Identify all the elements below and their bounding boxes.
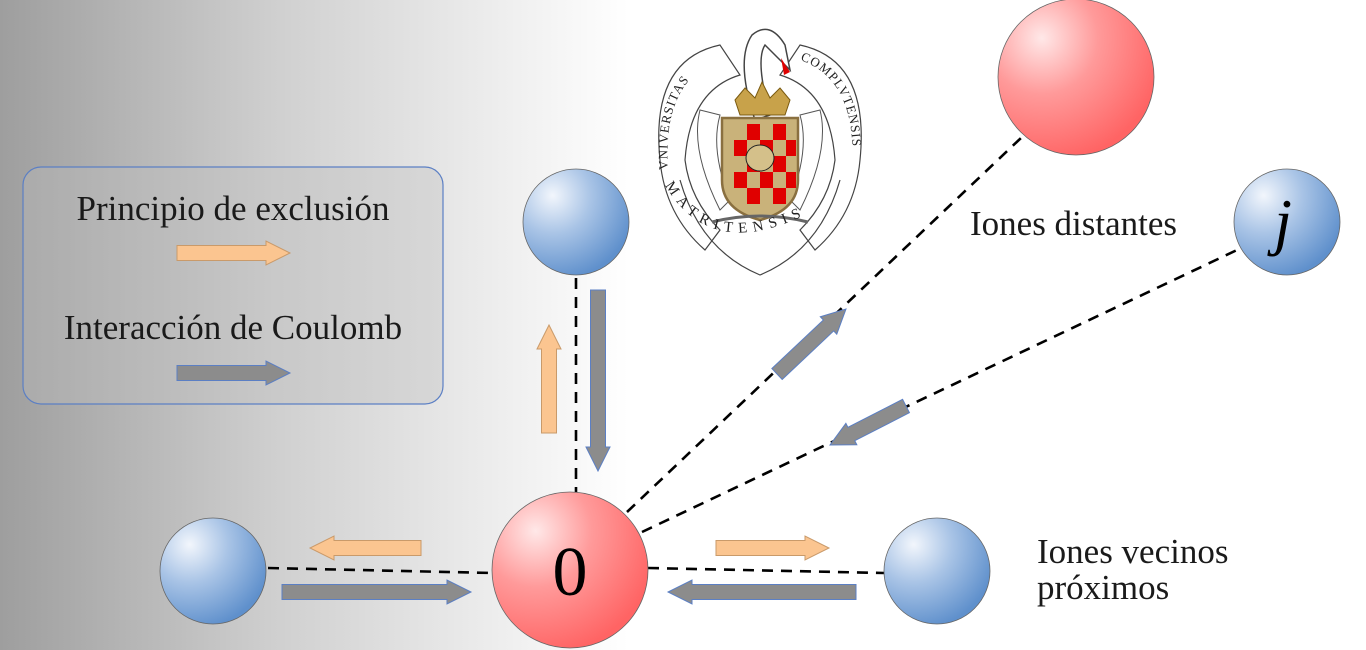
legend-exclusion-label: Principio de exclusión	[76, 189, 389, 228]
coulomb-arrow-right	[666, 579, 857, 605]
legend-coulomb-arrow	[176, 360, 292, 386]
ions: 0 j	[159, 0, 1341, 649]
coulomb-arrow-left	[281, 579, 473, 605]
neighbor-ion-left	[159, 517, 267, 625]
legend-box: Principio de exclusión Interacción de Co…	[22, 166, 444, 405]
dashed-line-right	[647, 566, 885, 575]
coulomb-arrow-distant-red	[771, 308, 847, 381]
exclusion-arrow-right	[715, 535, 831, 561]
neighbor-ion-top	[522, 168, 630, 276]
neighbor-ions-label-line1: Iones vecinos	[1037, 532, 1228, 571]
central-ion-label: 0	[553, 534, 588, 611]
force-arrows	[176, 240, 911, 605]
distant-ions-label: Iones distantes	[970, 204, 1177, 243]
legend-exclusion-arrow	[176, 240, 292, 266]
neighbor-ions-label-line2: próximos	[1037, 568, 1169, 607]
central-ion	[491, 491, 649, 649]
coulomb-arrow-distant-j	[829, 398, 911, 446]
dashed-line-distant-j	[641, 248, 1238, 534]
exclusion-arrow-left	[308, 535, 422, 561]
legend-coulomb-label: Interacción de Coulomb	[64, 308, 402, 347]
neighbor-ion-right	[883, 517, 991, 625]
coulomb-arrow-top	[585, 289, 611, 473]
legend-frame	[22, 166, 444, 405]
distant-ion-red	[997, 0, 1155, 156]
distant-ion-j	[1233, 168, 1341, 276]
exclusion-arrow-top	[536, 323, 562, 434]
